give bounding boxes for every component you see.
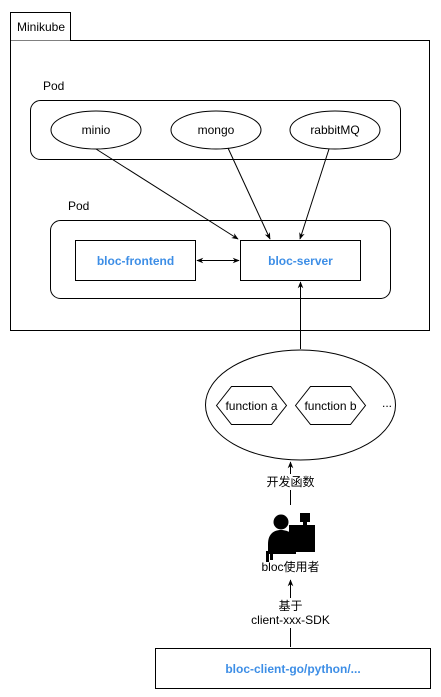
minikube-label: Minikube [17,20,65,34]
service-mongo-label: mongo [198,123,235,137]
arrow-minio-to-server [95,148,239,240]
function-a: function a [215,386,288,425]
functions-group: function a function b ... [205,349,396,461]
arrow-rabbitmq-to-server [299,148,330,240]
bloc-server-label: bloc-server [268,254,333,268]
service-minio-label: minio [82,123,111,137]
function-a-label: function a [225,399,277,413]
service-minio: minio [50,110,142,150]
user-at-desk-icon [266,513,315,562]
bloc-frontend-label: bloc-frontend [97,254,174,268]
service-rabbitmq: rabbitMQ [289,110,381,150]
based-on-label-line1: 基于 [278,599,302,613]
user-label: bloc使用者 [261,559,319,574]
develop-label: 开发函数 [266,474,314,489]
pod-services-label: Pod [43,79,64,93]
bloc-server-box: bloc-server [240,240,361,281]
service-mongo: mongo [170,110,262,150]
minikube-tab [10,12,71,41]
function-b: function b [294,386,367,425]
based-on-label-bg [250,598,332,628]
client-sdk-box: bloc-client-go/python/... [155,648,431,689]
function-b-label: function b [304,399,356,413]
client-sdk-label: bloc-client-go/python/... [225,662,360,676]
bloc-frontend-box: bloc-frontend [75,240,196,281]
develop-label-bg [262,474,320,490]
based-on-label-line2: client-xxx-SDK [251,613,330,627]
pod-services: Pod minio mongo rabbitMQ [30,79,401,160]
functions-more: ... [382,396,392,410]
pod-app-label: Pod [68,199,89,213]
service-rabbitmq-label: rabbitMQ [310,123,359,137]
arrow-mongo-to-server [227,147,271,240]
